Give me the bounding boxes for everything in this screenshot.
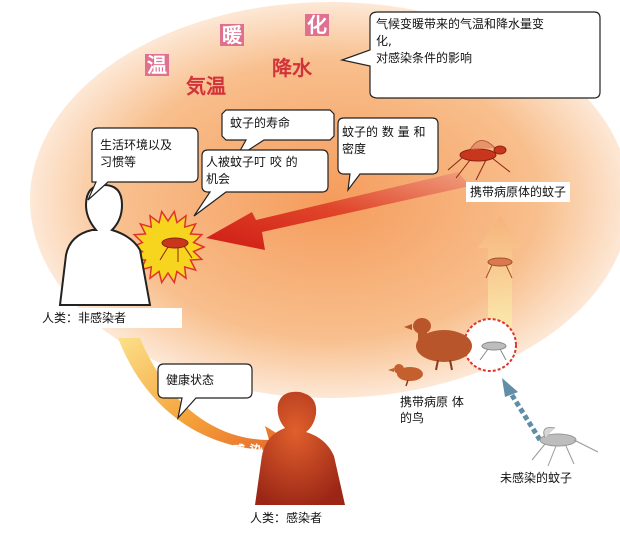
carrier-mosquito-top	[447, 140, 511, 181]
uninfected-mosquito	[531, 427, 599, 467]
small-bird	[388, 364, 423, 387]
uninfected-human-label: 人类：非感染者	[38, 308, 182, 328]
warming-word-1: 温	[145, 53, 169, 77]
infected-bird-mosquito	[479, 341, 507, 361]
bite-bubble-text: 人被蚊子叮 咬 的 机会	[206, 155, 298, 186]
health-bubble	[157, 363, 253, 421]
infected-human-label: 人类：感染者	[246, 508, 327, 528]
carrier-mosquito-small	[485, 257, 513, 279]
warming-word-3: 化	[305, 13, 329, 37]
bite-bubble	[193, 149, 329, 217]
living-bubble-text: 生活环境以及 习惯等	[100, 138, 173, 169]
lifespan-bubble-text: 蚊子的寿命	[230, 116, 291, 130]
dotted-arrow	[507, 390, 543, 442]
uninfected-mosquito-label: 未感染的蚊子	[496, 468, 577, 488]
biting-mosquito	[159, 237, 193, 262]
lifespan-bubble	[221, 109, 335, 159]
living-bubble	[87, 127, 199, 201]
transmission-arrow	[206, 172, 470, 250]
warming-word-2: 暖	[220, 23, 244, 47]
climate-bubble-text: 气候变暖带来的气温和降水量变 化, 对感染条件的影响	[376, 17, 545, 65]
rainfall-word: 降水	[272, 56, 312, 80]
climate-bubble	[339, 11, 601, 99]
carrier-bird-label: 携带病原 体 的鸟	[400, 395, 464, 425]
health-bubble-text: 健康状态	[166, 373, 215, 387]
carrier-mosquito-label: 携带病原体的蚊子	[466, 182, 571, 202]
density-bubble-text: 蚊子的 数 量 和 密度	[342, 125, 426, 156]
density-bubble	[337, 117, 439, 193]
infected-human	[255, 391, 345, 505]
duck	[404, 318, 472, 371]
warming-glow	[30, 2, 620, 398]
infection-label: 感 染	[232, 444, 263, 459]
temperature-word: 気温	[186, 74, 226, 98]
bird-to-mosquito-arrow	[478, 215, 522, 335]
